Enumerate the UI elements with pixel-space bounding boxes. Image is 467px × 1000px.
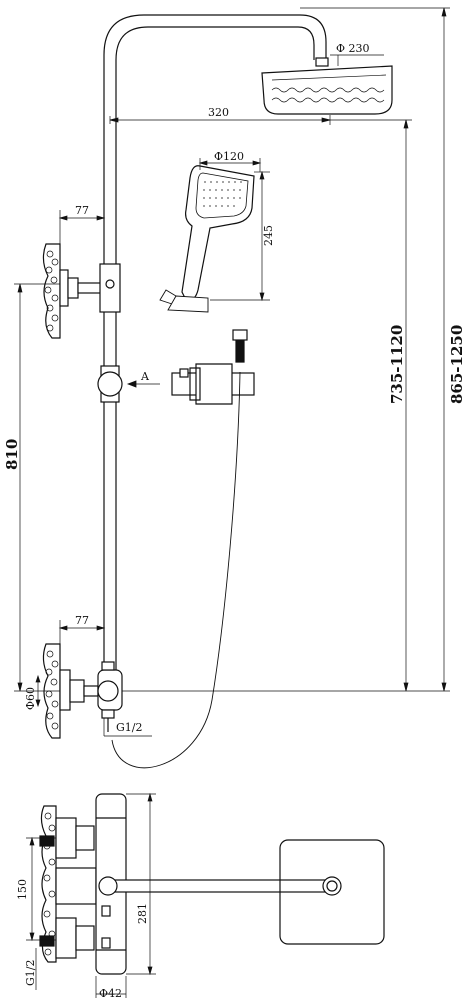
label-valve-spacing: 150	[16, 879, 29, 900]
label-total-height: 865-1250	[448, 325, 466, 404]
label-wall-offset-top: 77	[75, 204, 89, 217]
dim-valve-spacing	[26, 836, 56, 942]
label-handshower-length: 245	[262, 225, 275, 246]
label-valve-diameter: Φ42	[99, 987, 122, 1000]
dim-showerhead-diameter	[330, 54, 384, 66]
label-height-adjust: 735-1120	[388, 325, 406, 404]
wall-bracket-upper	[42, 243, 121, 339]
rail-slider	[97, 365, 123, 403]
dim-valve-height	[126, 792, 156, 976]
shower-arm-plan	[98, 839, 385, 945]
label-showerhead-diameter: Φ 230	[336, 42, 370, 55]
label-wall-offset-bottom: 77	[75, 614, 89, 627]
riser-pipe	[103, 14, 327, 685]
dim-wall-offset-top	[58, 210, 106, 270]
label-bracket-spacing: 810	[3, 439, 21, 470]
dim-wall-offset-bottom	[58, 620, 106, 670]
slider-detail	[171, 329, 255, 405]
dim-arm-length	[109, 115, 331, 125]
dim-height-adjust	[122, 119, 450, 692]
label-valve-thread: G1/2	[24, 960, 37, 987]
dim-total-height	[300, 7, 450, 692]
label-valve-height: 281	[136, 903, 149, 924]
label-pipe-diameter: Φ60	[24, 687, 37, 710]
dim-inlet-thread	[103, 718, 152, 737]
dim-bracket-spacing	[14, 283, 60, 692]
dim-handshower-diameter	[198, 158, 262, 172]
label-arm-length: 320	[208, 106, 229, 119]
label-inlet-thread: G1/2	[116, 721, 143, 734]
rain-showerhead	[261, 57, 393, 115]
view-arrow-a	[126, 380, 160, 388]
hand-shower	[159, 165, 255, 313]
dim-handshower-length	[210, 170, 270, 302]
dim-valve-diameter	[95, 976, 127, 998]
label-view-a: A	[140, 370, 150, 383]
label-handshower-diameter: Φ120	[214, 150, 244, 163]
hose	[111, 371, 241, 769]
